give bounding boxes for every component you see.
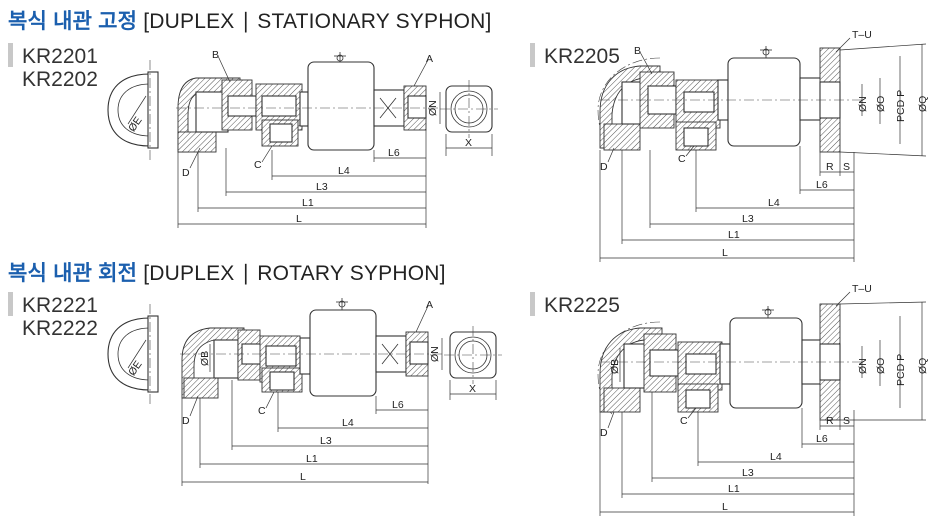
elbow-side-view <box>107 317 151 391</box>
callout-b: B <box>634 45 641 57</box>
label-s: S <box>843 415 850 427</box>
dim-l4: L4 <box>770 451 782 463</box>
callout-tu: T–U <box>852 29 872 41</box>
model-bar <box>530 43 535 67</box>
callout-d: D <box>182 415 190 427</box>
label-r: R <box>826 161 834 173</box>
model-list-top-left: KR2201 KR2202 <box>22 45 98 91</box>
label-q: ØQ <box>917 358 929 374</box>
drawing-kr2205: B T–U D C ØN ØO PCD P ØQ R S L6 L4 L3 <box>597 29 929 262</box>
dim-l: L <box>722 247 728 259</box>
callout-c: C <box>680 415 688 427</box>
section-title-rotary: 복식 내관 회전 [DUPLEX ∣ ROTARY SYPHON] <box>8 257 446 287</box>
dim-l4: L4 <box>338 165 350 177</box>
section-title-ko: 복식 내관 고정 <box>8 10 138 33</box>
dim-l6: L6 <box>816 179 828 191</box>
model-name: KR2225 <box>544 294 620 317</box>
model-name: KR2202 <box>22 68 98 91</box>
section-title-en: [DUPLEX ∣ ROTARY SYPHON] <box>143 262 446 285</box>
model-list-bottom-right: KR2225 <box>544 294 620 317</box>
model-name: KR2221 <box>22 294 98 317</box>
callout-d: D <box>182 167 190 179</box>
dim-l3: L3 <box>742 467 754 479</box>
label-o: ØO <box>875 358 887 374</box>
callout-a: A <box>426 53 433 65</box>
label-q: ØQ <box>917 96 929 112</box>
dim-l3: L3 <box>316 181 328 193</box>
label-x: X <box>469 383 476 395</box>
model-list-top-right: KR2205 <box>544 45 620 68</box>
dim-l: L <box>300 471 306 483</box>
dim-l3: L3 <box>742 213 754 225</box>
label-pcd: PCD P <box>895 90 907 122</box>
callout-c: C <box>254 159 262 171</box>
section-title-ko: 복식 내관 회전 <box>8 262 138 285</box>
label-o: ØO <box>875 96 887 112</box>
dim-l6: L6 <box>388 147 400 159</box>
dim-l4: L4 <box>342 417 354 429</box>
label-n: ØN <box>857 96 869 112</box>
callout-a: A <box>426 299 433 311</box>
model-bar <box>8 292 13 316</box>
callout-tu: T–U <box>852 283 872 295</box>
elbow-side-view <box>107 73 151 147</box>
label-x: X <box>465 137 472 149</box>
callout-b: B <box>212 49 219 61</box>
model-name: KR2205 <box>544 45 620 68</box>
dim-l6: L6 <box>392 399 404 411</box>
dim-l1: L1 <box>728 229 740 241</box>
label-phib: ØB <box>199 351 211 366</box>
dim-l: L <box>722 501 728 513</box>
label-r: R <box>826 415 834 427</box>
dim-l1: L1 <box>728 483 740 495</box>
callout-d: D <box>600 427 608 439</box>
label-n: ØN <box>427 100 439 116</box>
drawing-kr2221: ØE ØB ØN X A D <box>107 298 502 486</box>
label-n: ØN <box>857 358 869 374</box>
model-bar <box>8 43 13 67</box>
model-bar <box>530 292 535 316</box>
dim-l1: L1 <box>302 197 314 209</box>
model-list-bottom-left: KR2221 KR2222 <box>22 294 98 340</box>
callout-d: D <box>600 161 608 173</box>
dim-l3: L3 <box>320 435 332 447</box>
dim-l: L <box>296 213 302 225</box>
label-pcd: PCD P <box>895 354 907 386</box>
callout-c: C <box>678 153 686 165</box>
label-n: ØN <box>429 346 441 362</box>
callout-c: C <box>258 405 266 417</box>
model-name: KR2201 <box>22 45 98 68</box>
label-s: S <box>843 161 850 173</box>
drawing-kr2201: ØE ØN X <box>107 49 498 228</box>
dim-l4: L4 <box>768 197 780 209</box>
drawing-kr2225: ØB T–U D C ØN ØO PCD P ØQ <box>597 283 929 516</box>
dim-l1: L1 <box>306 453 318 465</box>
section-title-stationary: 복식 내관 고정 [DUPLEX ∣ STATIONARY SYPHON] <box>8 5 492 35</box>
dim-l6: L6 <box>816 433 828 445</box>
section-title-en: [DUPLEX ∣ STATIONARY SYPHON] <box>143 10 492 33</box>
model-name: KR2222 <box>22 317 98 340</box>
label-phib: ØB <box>609 359 621 374</box>
